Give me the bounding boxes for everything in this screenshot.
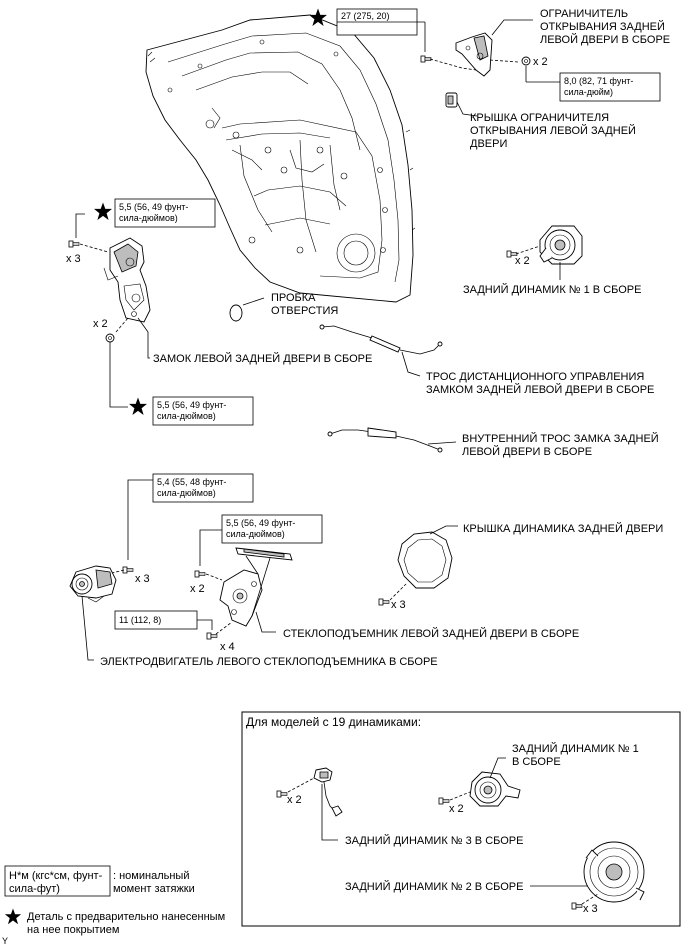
corner-mark: Y (2, 936, 8, 946)
torque-box-lock-top (114, 198, 216, 228)
lock-screw-top (68, 240, 80, 248)
qty-lock-top: x 3 (66, 253, 81, 265)
torque-regulator-top: 5,5 (56, 49 фунт- сила-дюймов) (226, 518, 298, 539)
hole-plug (229, 304, 243, 322)
inside-lock-cable (327, 427, 443, 453)
torque-stopper-bolt: 27 (275, 20) (341, 11, 390, 21)
rear-speaker-1 (539, 225, 583, 265)
torque-box-regulator-top (221, 514, 323, 544)
inset-rear-speaker-2 (583, 841, 645, 903)
qty-regulator-bottom: x 4 (220, 641, 235, 653)
qty-stopper-nut: x 2 (533, 56, 548, 68)
rear-speaker-1-label: ЗАДНИЙ ДИНАМИК № 1 В СБОРЕ (463, 283, 641, 296)
legend-torque-desc: : номинальный момент затяжки (113, 870, 195, 895)
regulator-bolt-top (194, 570, 206, 578)
qty-inset-speaker-1: x 2 (449, 803, 464, 815)
qty-regulator-top: x 2 (190, 583, 205, 595)
motor-label: ЭЛЕКТРОДВИГАТЕЛЬ ЛЕВОГО СТЕКЛОПОДЪЕМНИКА… (100, 656, 438, 668)
legend-star-desc: Деталь с предварительно нанесенным на не… (27, 911, 228, 936)
rear-door-speaker-cover (397, 531, 453, 589)
qty-inset-speaker-3: x 2 (287, 794, 302, 806)
inset-speaker-3-label: ЗАДНИЙ ДИНАМИК № 3 В СБОРЕ (345, 834, 523, 847)
torque-box-motor-bolt (152, 473, 254, 503)
door-stopper-assembly (455, 32, 493, 77)
legend-torque-units: Н*м (кгс*см, фунт- сила-фут) (9, 870, 105, 895)
inset-rear-speaker-1 (469, 771, 521, 807)
door-lock-assembly (103, 237, 151, 323)
window-regulator-motor (69, 565, 117, 603)
torque-box-stopper-nut (559, 72, 661, 102)
inside-cable-label: ВНУТРЕННИЙ ТРОС ЗАМКА ЗАДНЕЙ ЛЕВОЙ ДВЕРИ… (462, 432, 662, 458)
window-regulator-assembly (219, 547, 293, 627)
remote-cable-label: ТРОС ДИСТАНЦИОННОГО УПРАВЛЕНИЯ ЗАМКОМ ЗА… (426, 371, 654, 396)
qty-speaker-cover: x 3 (391, 599, 406, 611)
inset-19-speakers (241, 711, 681, 927)
stopper-assy-label: ОГРАНИЧИТЕЛЬ ОТКРЫВАНИЯ ЗАДНЕЙ ЛЕВОЙ ДВЕ… (540, 8, 670, 46)
inset-speaker-3-screw (276, 790, 288, 798)
precoated-star-lock-top (94, 202, 112, 220)
precoated-star-lock-bottom (129, 397, 147, 415)
torque-motor-bolt: 5,4 (55, 48 фунт- сила-дюймов) (157, 477, 229, 498)
inset-title: Для моделей с 19 динамиками: (246, 715, 421, 729)
remote-control-cable (319, 324, 443, 355)
qty-inset-speaker-2: x 3 (583, 903, 598, 915)
regulator-label: СТЕКЛОПОДЪЕМНИК ЛЕВОЙ ЗАДНЕЙ ДВЕРИ В СБО… (283, 627, 579, 640)
legend-torque-box (4, 865, 111, 897)
inset-speaker-1-label: ЗАДНИЙ ДИНАМИК № 1 В СБОРЕ (512, 742, 642, 768)
door-lock-label: ЗАМОК ЛЕВОЙ ЗАДНЕЙ ДВЕРИ В СБОРЕ (153, 352, 372, 365)
inset-speaker-1-screw (438, 797, 450, 805)
stopper-bolt (420, 55, 432, 63)
regulator-bolt-bottom (206, 632, 218, 640)
door-inner-panel (145, 14, 416, 303)
inset-speaker-2-screw (571, 902, 583, 910)
torque-lock-top: 5,5 (56, 49 фунт- сила-дюймов) (119, 202, 191, 223)
speaker-cover-label: КРЫШКА ДИНАМИКА ЗАДНЕЙ ДВЕРИ (463, 522, 663, 535)
stopper-cover (445, 92, 458, 108)
torque-regulator-bottom: 11 (112, 8) (119, 615, 161, 625)
torque-box-lock-bottom (152, 396, 254, 426)
speaker-cover-screw (378, 598, 390, 606)
hole-plug-label: ПРОБКА ОТВЕРСТИЯ (271, 292, 338, 317)
qty-lock-bottom: x 2 (93, 318, 108, 330)
qty-motor-bolt: x 3 (135, 573, 150, 585)
motor-bolt (122, 566, 134, 574)
torque-stopper-nut: 8,0 (82, 71 фунт- сила-дюйм) (564, 76, 636, 97)
qty-speaker-1: x 2 (515, 255, 530, 267)
inset-rear-speaker-3 (313, 767, 343, 817)
lock-screw-bottom (105, 333, 115, 343)
stopper-nut (521, 56, 531, 66)
legend-star-icon (4, 908, 22, 925)
stopper-cover-label: КРЫШКА ОГРАНИЧИТЕЛЯ ОТКРЫВАНИЯ ЛЕВОЙ ЗАД… (470, 112, 639, 150)
torque-lock-bottom: 5,5 (56, 49 фунт- сила-дюймов) (157, 400, 229, 421)
inset-speaker-2-label: ЗАДНИЙ ДИНАМИК № 2 В СБОРЕ (345, 880, 523, 893)
